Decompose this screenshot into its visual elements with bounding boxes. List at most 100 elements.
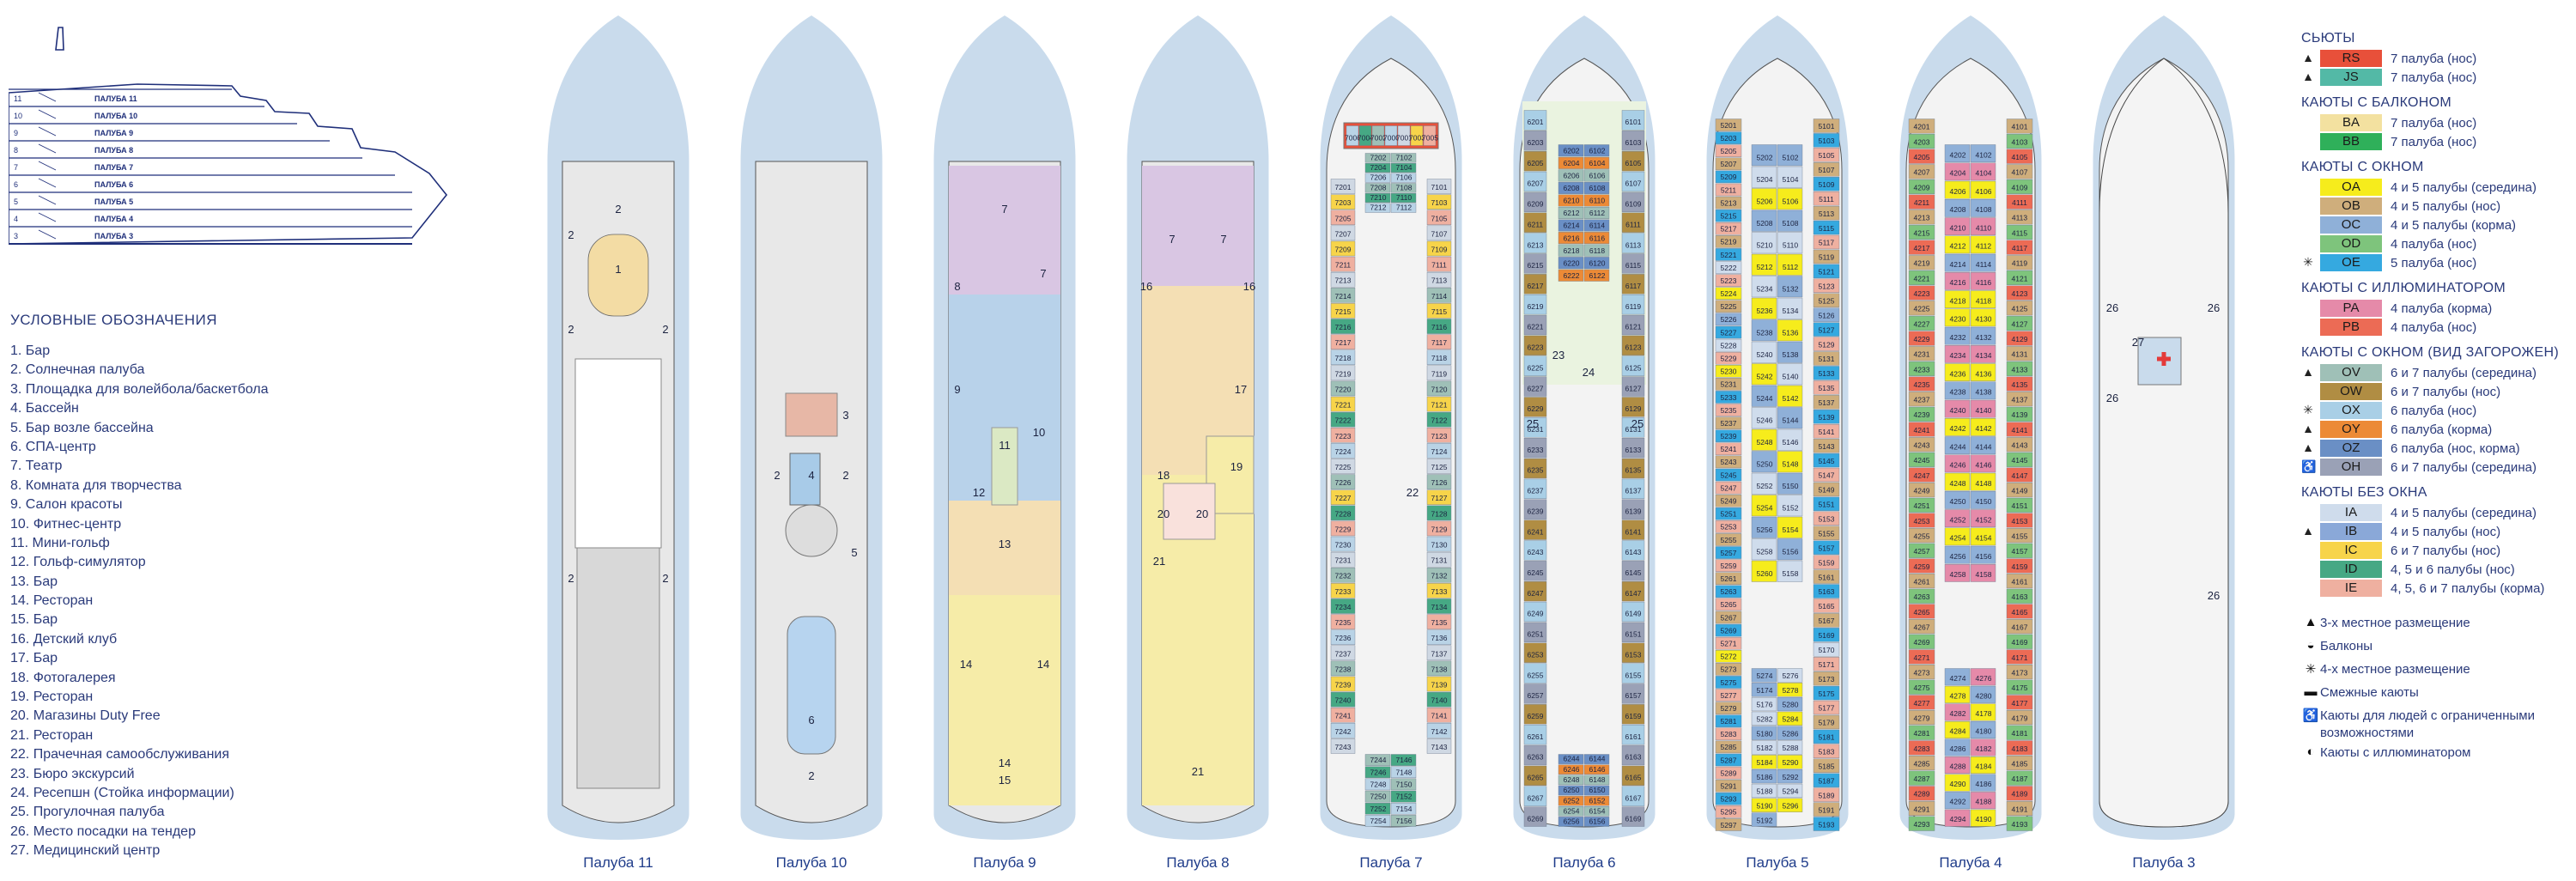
cabin: [1777, 769, 1803, 784]
cabin: [2006, 725, 2033, 740]
cabin: [1813, 234, 1840, 250]
cabin: [1621, 601, 1645, 623]
cabin: [2006, 452, 2033, 467]
category-desc: 7 палуба (нос): [2391, 70, 2477, 85]
cabin-number: 5192: [1757, 816, 1773, 824]
cabin-number: 7234: [1335, 603, 1352, 611]
cabin-number: 4187: [2012, 775, 2028, 783]
legend-item: 14. Ресторан: [10, 593, 94, 609]
cabin-number: 4112: [1976, 242, 1992, 251]
cabin: [1813, 424, 1840, 439]
cabin-number: 4246: [1950, 461, 1966, 470]
symbol-icon: ◒: [2306, 638, 2315, 653]
cabin-number: 5161: [1819, 573, 1835, 581]
cabin-number: 5223: [1721, 276, 1737, 285]
cabin: [1751, 472, 1777, 495]
deck-label: Палуба 3: [2132, 854, 2195, 871]
cabin: [1426, 489, 1452, 505]
category-desc: 6 и 7 палубы (нос): [2391, 384, 2501, 399]
cabin: [1751, 538, 1777, 561]
category-desc: 6 палуба (нос, корма): [2391, 440, 2520, 456]
symbol-icon: ◐: [2306, 744, 2315, 759]
cabin-number: 7226: [1335, 478, 1352, 487]
cabin-number: 5290: [1783, 758, 1799, 767]
cabin-number: 4290: [1950, 780, 1966, 788]
cabin-number: 4103: [2012, 137, 2028, 146]
cabin-number: 6156: [1589, 817, 1606, 826]
cabin: [1423, 125, 1437, 146]
cabin-number: 4121: [2012, 274, 2028, 283]
cabin-number: 5261: [1721, 574, 1737, 583]
cabin: [1410, 125, 1424, 146]
cabin-number: 5102: [1783, 153, 1799, 161]
cabin-number: 4202: [1950, 150, 1966, 159]
cabin-number: 5147: [1819, 471, 1835, 480]
cabin: [1970, 436, 1996, 454]
area-number: 2: [808, 769, 814, 782]
cabin-number: 7116: [1431, 323, 1448, 331]
cabin-number: 7137: [1431, 649, 1448, 658]
cabin: [1813, 467, 1840, 483]
cabin: [1751, 385, 1777, 407]
cabin: [1777, 668, 1803, 683]
cabin-number: 6165: [1625, 774, 1642, 782]
cabin-number: 4110: [1976, 223, 1992, 232]
area-number: 14: [960, 658, 972, 671]
area-number: 2: [842, 469, 848, 482]
cabin-number: 7240: [1335, 696, 1352, 705]
cabin: [1715, 468, 1742, 482]
cabin: [1751, 711, 1777, 726]
cabin-number: 6225: [1528, 363, 1544, 372]
cabin: [1751, 144, 1777, 167]
profile-deck-label: ПАЛУБА 6: [94, 180, 133, 189]
cabin-number: 5152: [1783, 503, 1799, 512]
cabin-number: 6113: [1625, 240, 1642, 249]
cabin-number: 5142: [1783, 394, 1799, 403]
symbol-text: Каюты с иллюминатором: [2320, 745, 2471, 760]
cabin-number: 6120: [1589, 258, 1606, 267]
cabin: [1426, 288, 1452, 303]
cabin-number: 5103: [1819, 137, 1835, 145]
cabin-number: 6147: [1625, 589, 1642, 598]
cabin-number: 5228: [1721, 341, 1737, 349]
cabin: [1908, 574, 1935, 589]
cabin: [1558, 269, 1584, 282]
cabin: [1777, 740, 1803, 755]
cabin-number: 4265: [1914, 608, 1930, 617]
cabin-number: 6235: [1528, 466, 1544, 475]
cabin: [2006, 816, 2033, 831]
cabin: [1813, 569, 1840, 584]
cabin: [1777, 683, 1803, 697]
cabin: [1908, 558, 1935, 574]
cabin-number: 4292: [1950, 798, 1966, 806]
category-marker-icon: ▲: [2302, 51, 2314, 64]
cabin-number: 5225: [1721, 302, 1737, 311]
cabin: [1330, 489, 1356, 505]
cabin-number: 7228: [1335, 509, 1352, 518]
cabin: [1908, 376, 1935, 392]
cabin: [1944, 527, 1971, 546]
cabin: [1558, 144, 1584, 157]
cabin-number: 5146: [1783, 438, 1799, 447]
cabin: [1751, 726, 1777, 740]
cabin: [1944, 308, 1971, 327]
cabin-number: 5215: [1721, 212, 1737, 221]
cabin: [1715, 274, 1742, 287]
cabin-number: 4263: [1914, 592, 1930, 601]
area-number: 7: [1220, 233, 1226, 246]
category-code: OY: [2320, 421, 2382, 438]
cabin: [1390, 766, 1417, 779]
cabin-number: 7111: [1431, 261, 1447, 270]
cabin: [1813, 526, 1840, 540]
cabin: [1908, 770, 1935, 786]
category-desc: 6 палуба (нос): [2391, 403, 2477, 418]
cabin: [1813, 598, 1840, 613]
area-number: 2: [568, 572, 574, 585]
cabin-number: 7119: [1431, 369, 1448, 378]
cabin: [1715, 494, 1742, 507]
cabin-number: 4216: [1950, 278, 1966, 287]
cabin-number: 7102: [1396, 153, 1413, 161]
